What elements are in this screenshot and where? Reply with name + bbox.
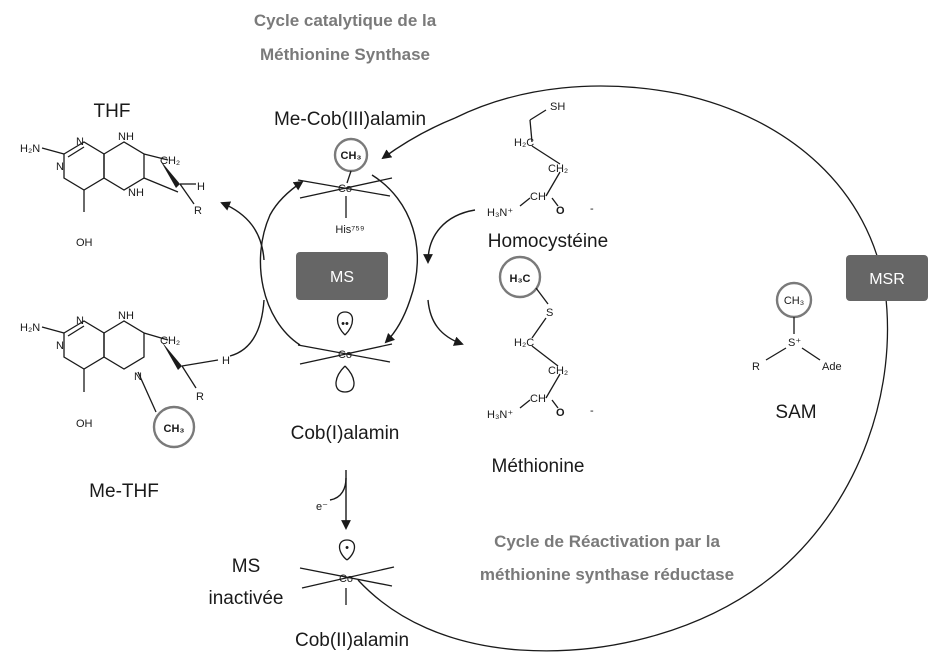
met-ch2-b: CH₂ (548, 365, 568, 377)
thf-hydroxyl: OH (76, 237, 93, 249)
sam-methyl: CH₃ (784, 295, 804, 307)
methionine-output-arrow (427, 299, 464, 346)
sam-sulfonium: S⁺ (788, 337, 801, 349)
methf-amino: H₂N (20, 322, 40, 334)
reactivation-cycle-title-line2: méthionine synthase réductase (480, 565, 734, 584)
thf-n1: N (76, 136, 84, 148)
cob2-cobalt: Co (339, 573, 353, 585)
thf-label: THF (94, 101, 131, 122)
thf-structure: THF H₂N N N OH NH CH₂ NH H R (20, 101, 205, 249)
methionine-structure: H₃C S H₂C CH₂ CH H₃N⁺ O - Méthionine (487, 255, 594, 477)
thf-r-group: R (194, 205, 202, 217)
hcy-oxygen: O (556, 205, 565, 217)
electron-input-arrow (329, 477, 347, 501)
methf-r-group: R (196, 391, 204, 403)
sam-r-group: R (752, 361, 760, 373)
catalytic-cycle-title-line1: Cycle catalytique de la (254, 11, 437, 30)
methf-input-arrow (229, 299, 265, 357)
ms-inactive-label-line2: inactivée (209, 588, 284, 609)
cob2-label: Cob(II)alamin (295, 630, 409, 651)
cob1-label: Cob(I)alamin (291, 423, 400, 444)
me-thf-structure: H₂N N N OH NH CH₂ N H R CH₃ Me-THF (20, 310, 230, 502)
electron-label: e⁻ (316, 501, 328, 513)
thf-n3: N (56, 161, 64, 173)
reactivation-cycle-title-line1: Cycle de Réactivation par la (494, 532, 720, 551)
catalytic-cycle-title-line2: Méthionine Synthase (260, 45, 430, 64)
cycle-arc-right-down (371, 174, 418, 344)
methf-methyl: CH₃ (164, 423, 185, 435)
me-cob3-label: Me-Cob(III)alamin (274, 109, 426, 130)
hcy-amine: H₃N⁺ (487, 207, 513, 219)
thf-nh-top: NH (118, 131, 134, 143)
msr-label: MSR (869, 271, 905, 288)
methf-n1: N (76, 315, 84, 327)
homocysteine-input-arrow (423, 209, 476, 264)
me-cob3-methyl: CH₃ (341, 150, 362, 162)
msr-enzyme-box (846, 255, 928, 301)
met-ch2-a: H₂C (514, 337, 534, 349)
hcy-ch: CH (530, 191, 546, 203)
methionine-label: Méthionine (492, 456, 585, 477)
sam-structure: CH₃ S⁺ R Ade SAM (752, 281, 842, 423)
hcy-ch2-b: CH₂ (548, 163, 568, 175)
met-methyl: H₃C (510, 273, 531, 285)
me-cob3-histidine: His⁷⁵⁹ (335, 224, 364, 236)
me-cob3-cobalt: Co (338, 183, 352, 195)
ms-inactive-label-line1: MS (232, 556, 261, 577)
ms-label: MS (330, 269, 354, 286)
methf-hydroxyl: OH (76, 418, 93, 430)
met-charge: - (590, 405, 594, 417)
hcy-thiol: SH (550, 101, 565, 113)
methf-n3: N (56, 340, 64, 352)
cob1-lone-pair: •• (341, 318, 349, 330)
met-amine: H₃N⁺ (487, 409, 513, 421)
thf-hydrogen: H (197, 181, 205, 193)
cob1-cobalt: Co (338, 349, 352, 361)
methf-n5: N (134, 371, 142, 383)
hcy-ch2-a: H₂C (514, 137, 534, 149)
met-oxygen: O (556, 407, 565, 419)
thf-output-arrow (220, 201, 265, 261)
homocysteine-label: Homocystéine (488, 231, 608, 252)
cycle-arc-left-up (259, 180, 304, 346)
sam-label: SAM (775, 402, 816, 423)
reactivation-cycle-circle (357, 85, 889, 652)
hcy-charge: - (590, 203, 594, 215)
thf-nh-bottom: NH (128, 187, 144, 199)
met-sulfur: S (546, 307, 553, 319)
thf-ch2: CH₂ (160, 155, 180, 167)
met-methyl-highlight (498, 255, 542, 299)
reactivation-arrow-to-cobalt (381, 117, 456, 160)
cob2-radical: • (345, 542, 349, 554)
thf-amino: H₂N (20, 143, 40, 155)
ms-enzyme-box (296, 252, 388, 300)
methf-methyl-highlight (152, 405, 196, 449)
sam-adenosyl: Ade (822, 361, 842, 373)
methf-hydrogen: H (222, 355, 230, 367)
met-ch: CH (530, 393, 546, 405)
methf-nh: NH (118, 310, 134, 322)
methf-ch2: CH₂ (160, 335, 180, 347)
homocysteine-structure: SH H₂C CH₂ CH H₃N⁺ O - Homocystéine (487, 101, 608, 252)
me-thf-label: Me-THF (89, 481, 159, 502)
